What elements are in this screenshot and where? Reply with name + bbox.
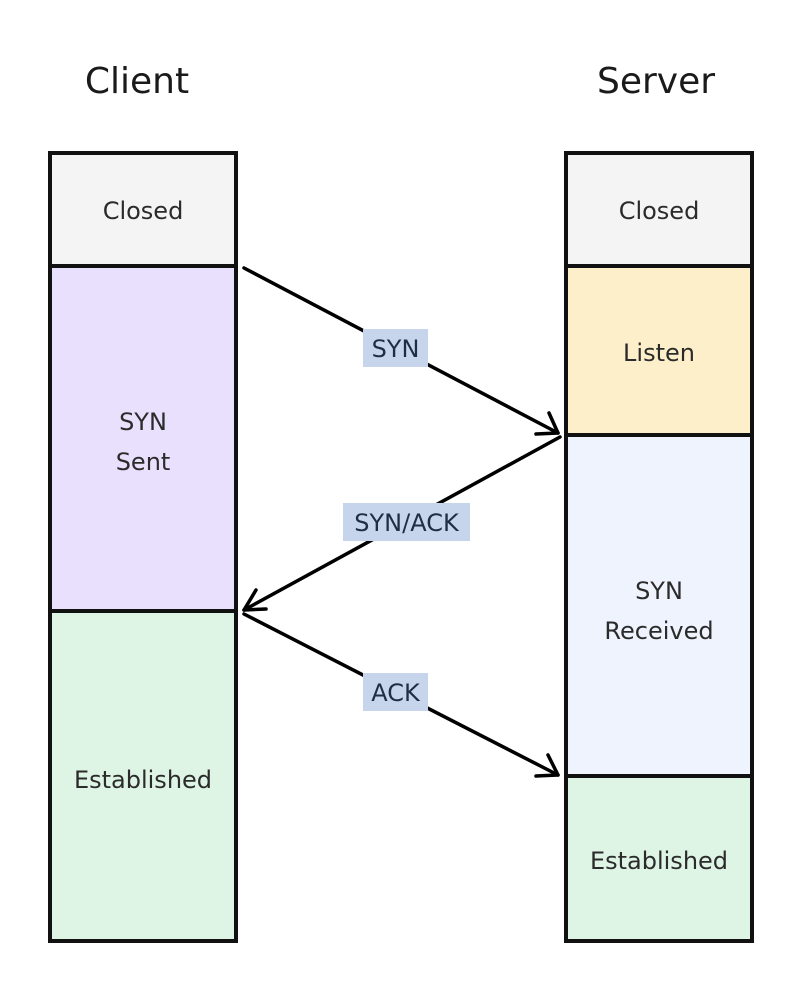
server-state-listen-label: Listen	[623, 339, 695, 367]
client-column: Closed SYN Sent Established	[48, 151, 238, 943]
syn-ack-label-bg	[343, 503, 470, 541]
client-state-closed-label: Closed	[103, 197, 184, 225]
server-state-syn-received	[564, 433, 754, 778]
syn-ack-arrowhead-icon	[242, 588, 268, 612]
ack-label-bg	[363, 673, 428, 711]
client-state-established-label: Established	[74, 766, 212, 794]
server-state-established-label: Established	[590, 847, 728, 875]
ack-label: ACK	[371, 679, 421, 707]
server-title: Server	[597, 61, 715, 102]
ack-arrowhead-icon	[534, 753, 560, 778]
message-syn: SYN	[242, 266, 560, 436]
server-state-syn-received-label-line2: Received	[604, 617, 713, 645]
server-state-established	[564, 774, 754, 943]
client-title: Client	[85, 61, 189, 102]
syn-arrowhead-icon	[534, 411, 560, 436]
message-syn-ack: SYN/ACK	[242, 435, 562, 612]
syn-label-bg	[363, 329, 428, 367]
syn-label: SYN	[372, 335, 420, 363]
client-state-established	[48, 609, 238, 943]
client-state-syn-sent-label-line1: SYN	[119, 408, 167, 436]
client-state-syn-sent-label-line2: Sent	[116, 448, 171, 476]
client-state-syn-sent	[48, 264, 238, 613]
message-ack: ACK	[242, 612, 560, 778]
server-state-syn-received-label-line1: SYN	[635, 577, 683, 605]
syn-ack-label: SYN/ACK	[354, 509, 460, 537]
server-column: Closed Listen SYN Received Established	[564, 151, 754, 943]
server-state-closed-label: Closed	[619, 197, 700, 225]
client-state-closed	[48, 151, 238, 268]
server-state-listen	[564, 264, 754, 437]
